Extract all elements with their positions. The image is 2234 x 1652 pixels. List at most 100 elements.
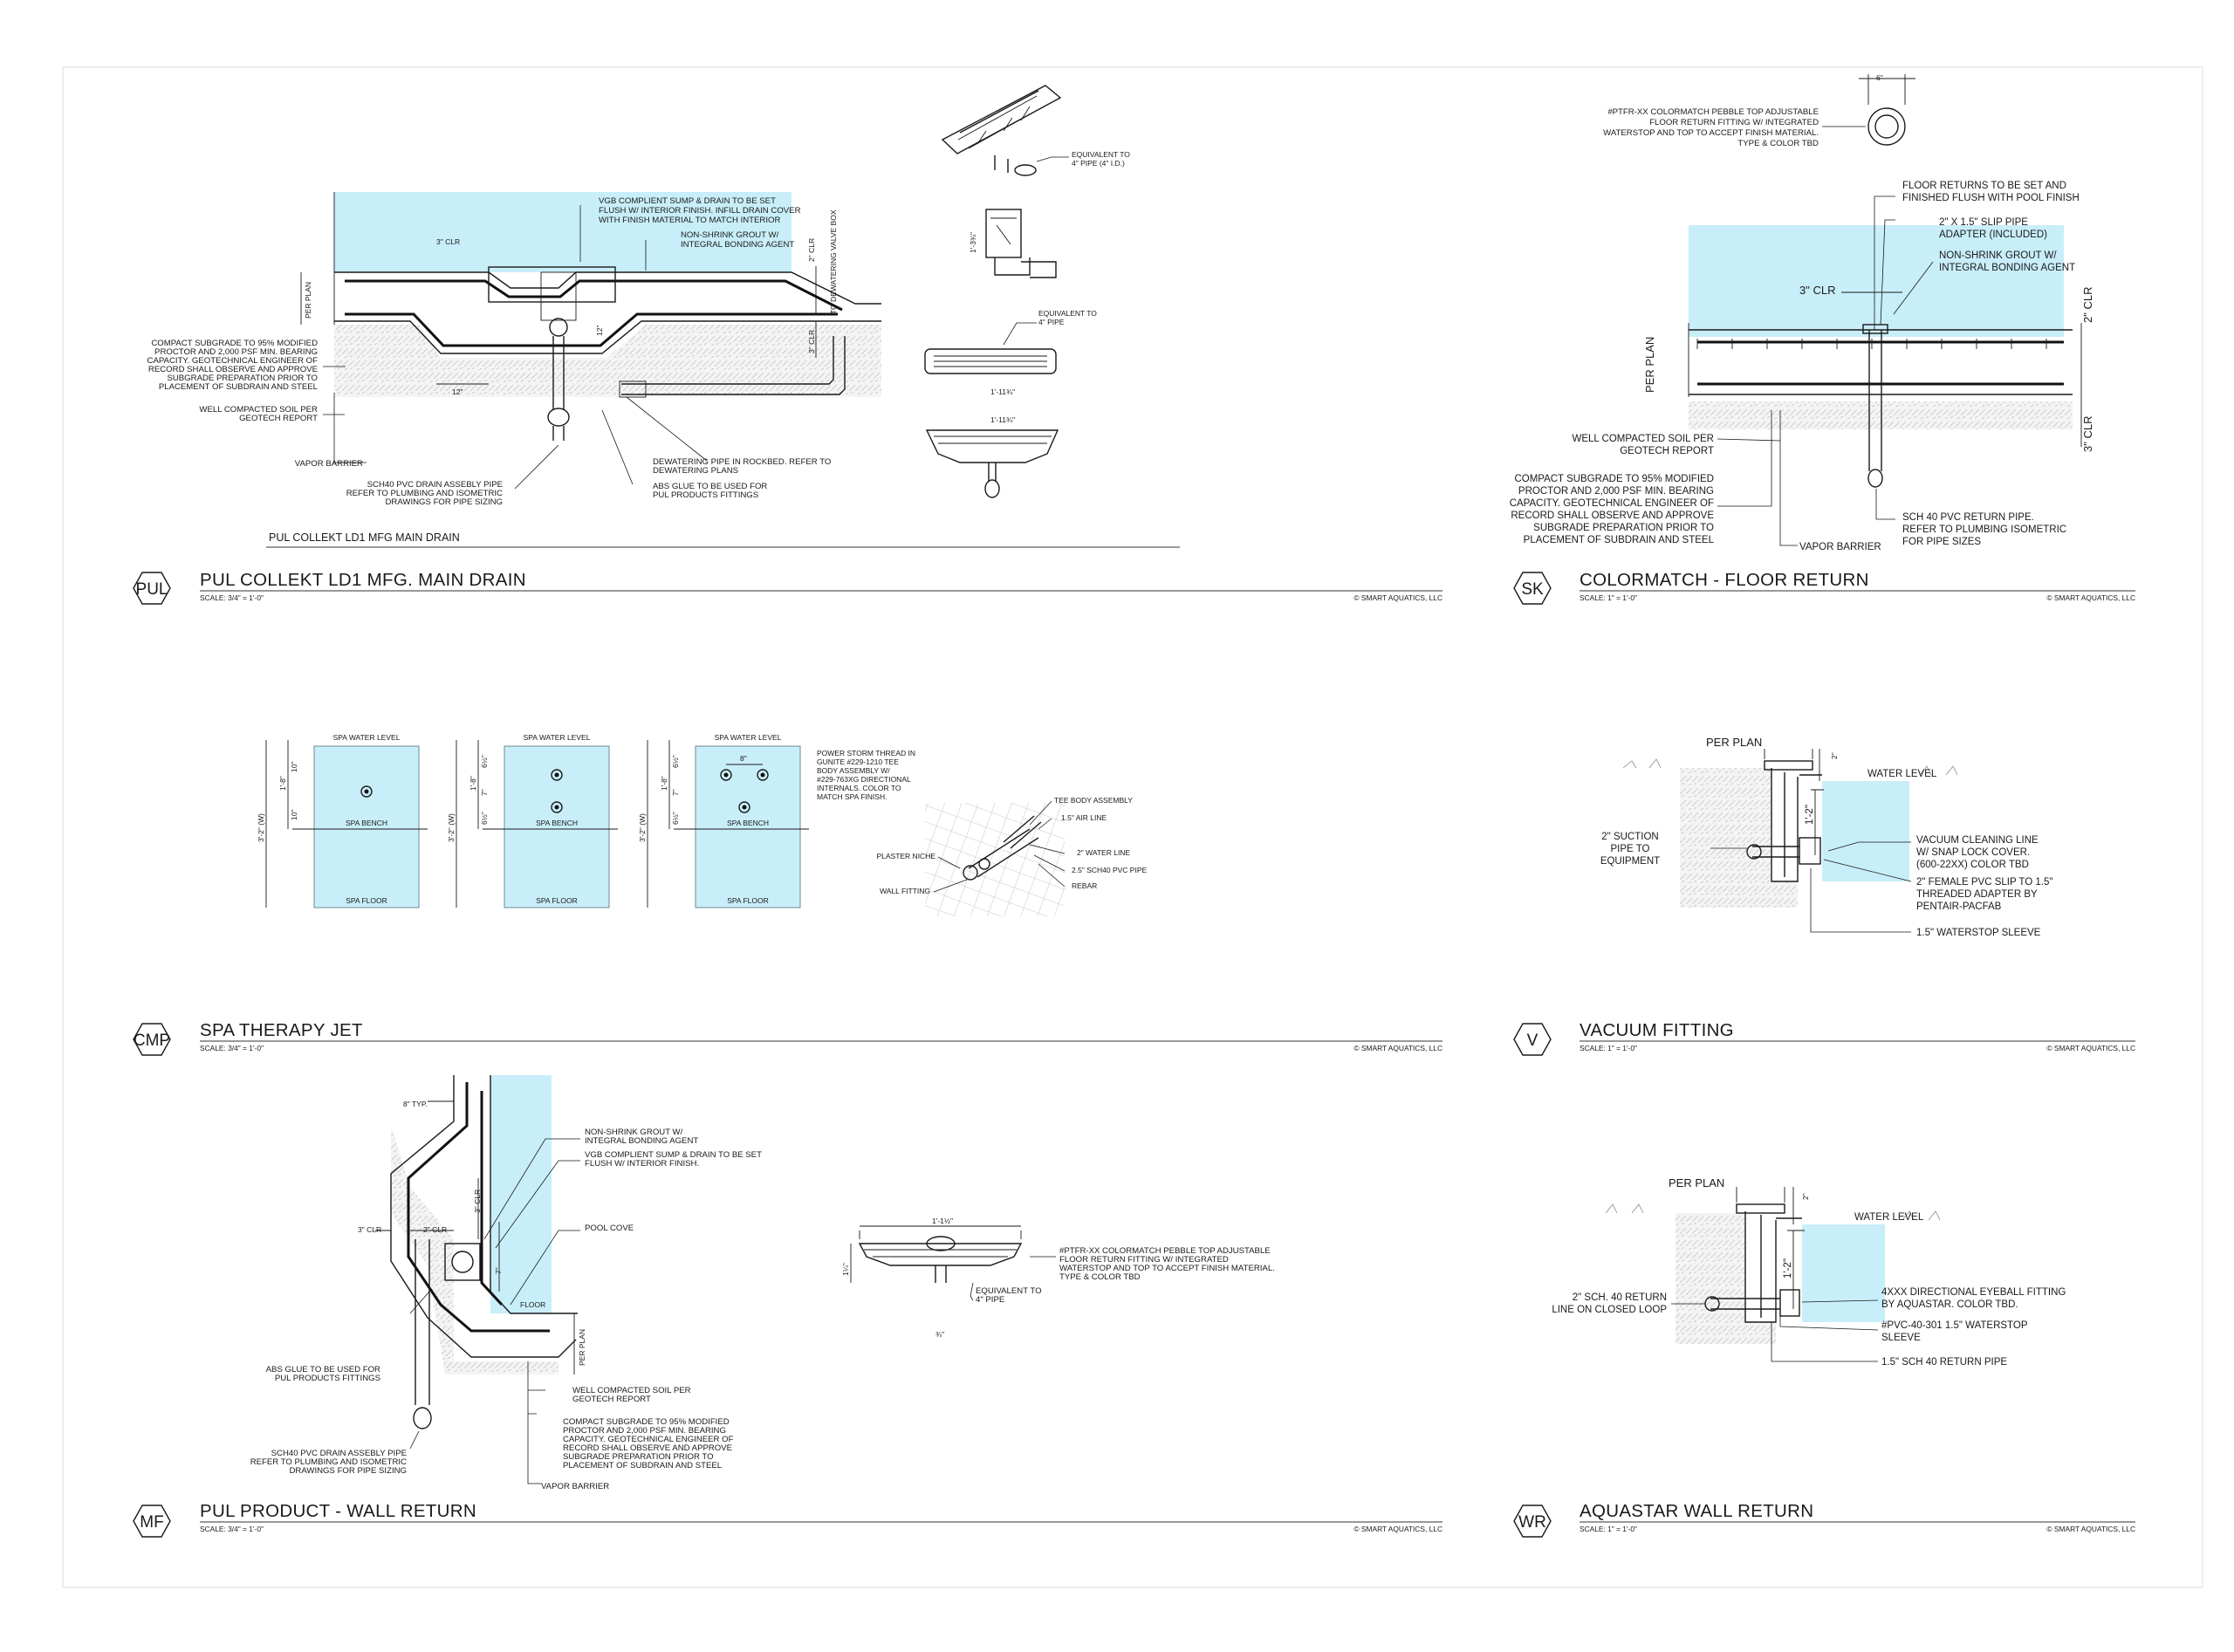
mf-fitting-dim-top: 1'-1½" bbox=[932, 1217, 953, 1225]
wr-tag-hexagon bbox=[1513, 1505, 1552, 1538]
pul-scale: SCALE: 3/4" = 1'-0" bbox=[200, 593, 264, 602]
sheet-border bbox=[62, 66, 2203, 1588]
cmp-tag: CMP bbox=[134, 1032, 170, 1050]
mf-fitting-dim-side: 1¼" bbox=[841, 1263, 850, 1276]
cmp-tag-hexagon bbox=[133, 1023, 171, 1056]
sk-note-sch40: SCH 40 PVC RETURN PIPE.REFER TO PLUMBING… bbox=[1902, 512, 2066, 547]
mf-perplan: PER PLAN bbox=[578, 1329, 586, 1366]
cmp-scale: SCALE: 3/4" = 1'-0" bbox=[200, 1044, 264, 1052]
wr-two: 2" bbox=[1801, 1193, 1810, 1200]
sk-return-pipe bbox=[1868, 330, 1882, 471]
cmp-panel-1 bbox=[313, 745, 420, 908]
mf-fitting-dim-bot: ¾" bbox=[935, 1330, 944, 1339]
sk-note-grout: NON-SHRINK GROUT W/INTEGRAL BONDING AGEN… bbox=[1939, 250, 2075, 273]
pul-section-grate bbox=[925, 429, 1059, 463]
mf-seven: 7" bbox=[494, 1267, 503, 1274]
wr-scale: SCALE: 1" = 1'-0" bbox=[1580, 1525, 1637, 1533]
v-perplan: PER PLAN bbox=[1706, 736, 1762, 749]
cmp-note-wall: WALL FITTING bbox=[880, 887, 930, 895]
pul-twelve-label: 12" bbox=[452, 387, 463, 396]
pul-plan-dim: 1'-11¾" bbox=[990, 387, 1015, 396]
sk-soil bbox=[1689, 401, 2073, 429]
cmp-bench-2: SPA BENCH bbox=[536, 819, 578, 827]
pul-clr3b-label: 3" CLR bbox=[807, 330, 816, 353]
v-scale: SCALE: 1" = 1'-0" bbox=[1580, 1044, 1637, 1052]
cmp-d8: 8" bbox=[740, 754, 747, 763]
sk-note-vapor: VAPOR BARRIER bbox=[1799, 542, 1881, 552]
mf-return-body bbox=[444, 1243, 481, 1281]
cmp-d65-b: 6½" bbox=[480, 812, 489, 825]
cmp-floor-2: SPA FLOOR bbox=[536, 896, 578, 905]
v-wall bbox=[1771, 768, 1822, 882]
cmp-d7-a: 7" bbox=[480, 789, 489, 796]
mf-note-ptfr: #PTFR-XX COLORMATCH PEBBLE TOP ADJUSTABL… bbox=[1059, 1246, 1275, 1282]
v-tag-hexagon bbox=[1513, 1023, 1552, 1056]
pul-subtitle: PUL COLLEKT LD1 MFG MAIN DRAIN bbox=[269, 531, 460, 544]
mf-tag: MF bbox=[140, 1513, 163, 1532]
sk-note-ptfr: #PTFR-XX COLORMATCH PEBBLE TOP ADJUSTABL… bbox=[1603, 107, 1819, 148]
titleblock-sk: SK COLORMATCH - FLOOR RETURN SCALE: 1" =… bbox=[1513, 570, 2135, 605]
sk-water-area bbox=[1689, 225, 2064, 337]
sk-scale: SCALE: 1" = 1'-0" bbox=[1580, 593, 1637, 602]
pul-side-body bbox=[985, 209, 1022, 258]
pul-drain-outlet bbox=[549, 318, 568, 337]
wr-soil bbox=[1676, 1213, 1776, 1344]
sk-tag: SK bbox=[1521, 580, 1544, 599]
cmp-d32-2: 3'-2" (W) bbox=[447, 813, 456, 842]
wr-wall bbox=[1744, 1211, 1802, 1323]
pul-clr2-label: 2" CLR bbox=[807, 238, 816, 262]
titleblock-mf: MF PUL PRODUCT - WALL RETURN SCALE: 3/4"… bbox=[133, 1501, 1443, 1538]
mf-note-grout: NON-SHRINK GROUT W/INTEGRAL BONDING AGEN… bbox=[585, 1128, 698, 1146]
detail-sk: 6" #PTFR-XX COLORMATCH PEBBLE TOP ADJUST… bbox=[1510, 73, 2094, 552]
sk-slab bbox=[1689, 329, 2073, 395]
mf-copyright: © SMART AQUATICS, LLC bbox=[1353, 1525, 1443, 1533]
pul-rebar-bottom bbox=[345, 312, 838, 347]
pul-plan-grate bbox=[924, 348, 1057, 374]
mf-water-area bbox=[490, 1075, 552, 1313]
v-title: VACUUM FITTING bbox=[1580, 1020, 1734, 1040]
cmp-bench-1: SPA BENCH bbox=[346, 819, 387, 827]
wr-copyright: © SMART AQUATICS, LLC bbox=[2046, 1525, 2135, 1533]
v-water: WATER LEVEL bbox=[1867, 769, 1937, 779]
pul-rebar-top bbox=[345, 279, 843, 312]
mf-clr2: 2" CLR bbox=[423, 1225, 447, 1234]
cmp-d10-a: 10" bbox=[290, 762, 298, 772]
cmp-title: SPA THERAPY JET bbox=[200, 1020, 363, 1040]
cmp-note-niche: PLASTER NICHE bbox=[876, 852, 935, 860]
detail-v: PER PLAN 2" WATER LEVEL 1'-2" 2" SUCTION… bbox=[1600, 736, 2053, 938]
v-note-sleeve: 1.5" WATERSTOP SLEEVE bbox=[1916, 928, 2041, 938]
detail-pul: 3" CLR PER PLAN 2" CLR 3" CLR TO DEWATER… bbox=[147, 85, 1180, 548]
mf-floor: FLOOR bbox=[520, 1300, 545, 1309]
mf-scale: SCALE: 3/4" = 1'-0" bbox=[200, 1525, 264, 1533]
pul-d12-label: 12" bbox=[595, 326, 604, 336]
cmp-floor-3: SPA FLOOR bbox=[727, 896, 769, 905]
cmp-d18-3: 1'-8" bbox=[660, 776, 668, 791]
pul-note-vapor: VAPOR BARRIER bbox=[295, 459, 363, 469]
mf-typ: 8" TYP. bbox=[403, 1100, 428, 1108]
cmp-copyright: © SMART AQUATICS, LLC bbox=[1353, 1044, 1443, 1052]
sk-six-label: 6" bbox=[1876, 73, 1883, 82]
cmp-d65-a: 6½" bbox=[480, 755, 489, 768]
sk-clr3-label: 3" CLR bbox=[1799, 284, 1835, 297]
pul-copyright: © SMART AQUATICS, LLC bbox=[1353, 593, 1443, 602]
v-copyright: © SMART AQUATICS, LLC bbox=[2046, 1044, 2135, 1052]
v-tag: V bbox=[1527, 1032, 1538, 1050]
cmp-d7-b: 7" bbox=[671, 789, 680, 796]
pul-dewater-pipe bbox=[621, 336, 846, 395]
cmp-water-1: SPA WATER LEVEL bbox=[333, 733, 401, 742]
cmp-floor-1: SPA FLOOR bbox=[346, 896, 387, 905]
pul-title: PUL COLLEKT LD1 MFG. MAIN DRAIN bbox=[200, 570, 526, 590]
v-two: 2" bbox=[1830, 752, 1839, 759]
pul-soil bbox=[334, 325, 881, 397]
